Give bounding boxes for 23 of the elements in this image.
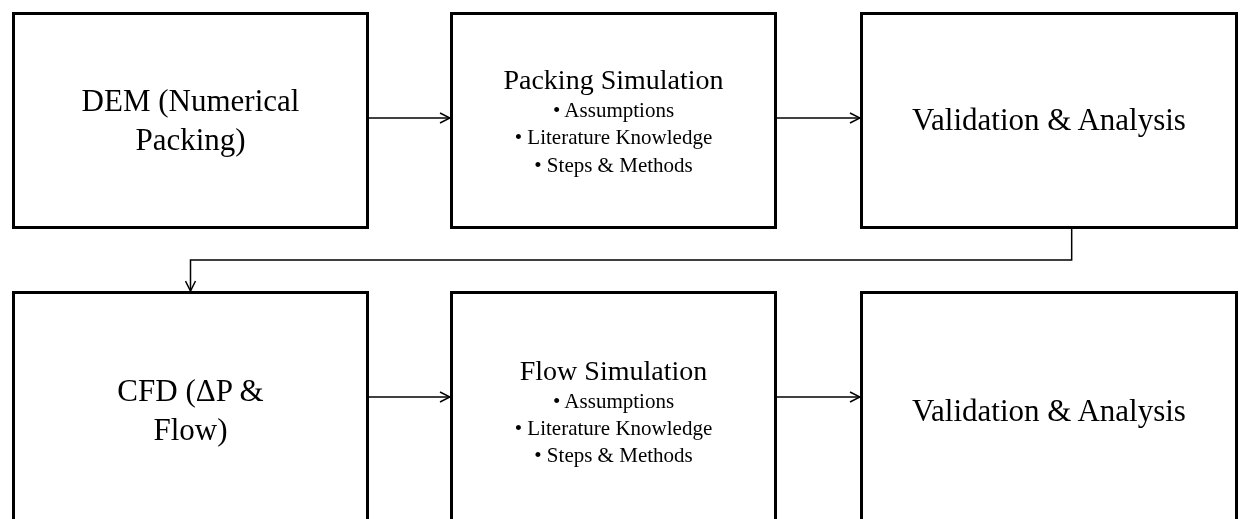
bullet-item: • Assumptions (552, 97, 675, 125)
box-title: CFD (ΔP & Flow) (116, 372, 265, 449)
process-box (860, 12, 1238, 229)
arrow (776, 112, 861, 124)
box-title: Flow Simulation (519, 353, 708, 388)
process-box (860, 291, 1238, 519)
bullet-item: • Steps & Methods (534, 442, 693, 470)
bullet-item: • Steps & Methods (534, 151, 693, 179)
process-box (12, 12, 369, 229)
box-title: Validation & Analysis (912, 391, 1186, 430)
process-box (450, 291, 777, 519)
bullet-item: • Assumptions (552, 387, 675, 415)
box-title: Packing Simulation (503, 63, 724, 98)
arrow (776, 391, 861, 403)
arrow (368, 112, 451, 124)
box-title: Validation & Analysis (912, 101, 1186, 140)
process-box (450, 12, 777, 229)
bullet-item: • Literature Knowledge (514, 124, 713, 152)
process-box (12, 291, 369, 519)
arrow (184, 228, 1073, 292)
bullet-item: • Literature Knowledge (514, 414, 713, 442)
box-title: DEM (Numerical Packing) (80, 81, 301, 159)
arrow (368, 391, 451, 403)
